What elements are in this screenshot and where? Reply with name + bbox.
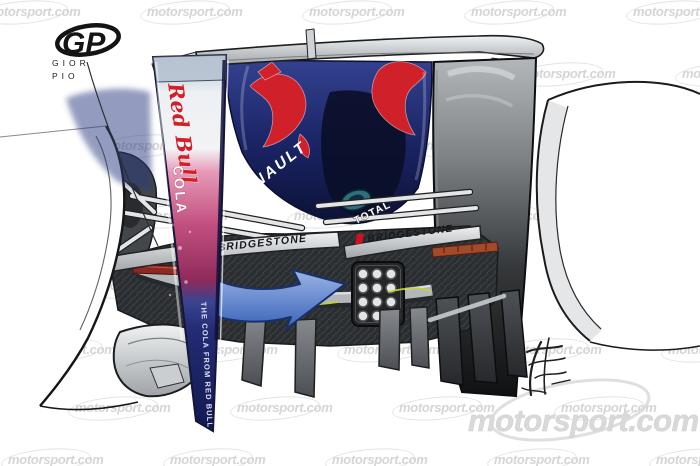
watermark-tile: motorsport.com xyxy=(0,4,81,19)
footer-logo-swoosh xyxy=(489,378,651,442)
watermark-tile: motorsport.com xyxy=(656,452,700,466)
leader-line xyxy=(86,61,159,247)
watermark-tile: motorsport.com xyxy=(237,400,333,415)
watermark-tile: motorsport.com xyxy=(520,66,616,81)
watermark-tile: motorsport.com xyxy=(147,4,243,19)
diffuser-strakes xyxy=(241,289,528,398)
watermark-tile: motorsport.com xyxy=(471,4,567,19)
watermark-tile: motorsport.com xyxy=(75,400,171,415)
driveshaft-right xyxy=(431,241,499,258)
artist-name-line1: GIOR xyxy=(52,58,90,68)
watermark-tile: motorsport.com xyxy=(682,66,700,81)
watermark-tile: motorsport.com xyxy=(8,452,104,466)
flap-edge xyxy=(427,293,507,323)
cola-bubbles xyxy=(168,223,192,297)
watermark-tile: motorsport.com xyxy=(506,342,602,357)
artist-name-line2: PIO xyxy=(52,71,79,81)
watermark-tile: motorsport.com xyxy=(633,4,700,19)
watermark-tile: motorsport.com xyxy=(399,400,495,415)
watermark-tile: motorsport.com xyxy=(332,452,428,466)
wing-pylon xyxy=(305,28,317,60)
watermark-tile: motorsport.com xyxy=(494,452,590,466)
watermark-tile: motorsport.com xyxy=(309,4,405,19)
watermark-tile: motorsport.com xyxy=(170,452,266,466)
left-endplate-cola: Red Bull COLA THE COLA FROM RED BULL xyxy=(151,53,229,433)
endplate-shadow xyxy=(66,88,152,192)
artist-signature xyxy=(521,337,571,397)
cola-text: COLA xyxy=(170,165,190,216)
footer-motorsport-logo: motorsport.com xyxy=(468,378,699,442)
footer-logo-text: motorsport.com xyxy=(468,403,699,438)
airbox-shadow xyxy=(321,90,406,217)
watermark-tile: motorsport.com xyxy=(561,400,657,415)
bridgestone-mark xyxy=(355,233,364,245)
giorgio-piola-logo: GP GIOR PIO xyxy=(52,23,121,81)
gp-swoosh xyxy=(55,23,121,57)
right-tyre xyxy=(535,80,700,351)
red-bull-graphics xyxy=(249,61,427,159)
bodywork-highlights xyxy=(240,65,427,181)
